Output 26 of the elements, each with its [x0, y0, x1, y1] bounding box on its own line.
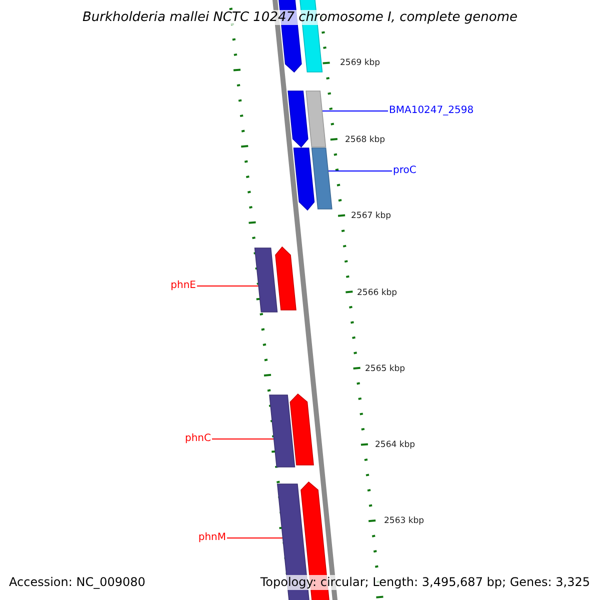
- gene-track-block: [269, 394, 296, 468]
- scale-label: 2563 kbp: [384, 516, 424, 526]
- leader-line: [322, 110, 388, 112]
- gene-label: phnM: [198, 532, 226, 544]
- title-text: Burkholderia mallei NCTC 10247 chromosome I, complete genome: [82, 10, 518, 25]
- genome-info-text: Topology: circular; Length: 3,495,687 bp; Genes: 3,325: [260, 575, 590, 590]
- gene-label: proC: [393, 165, 416, 177]
- gene-feature: [293, 148, 315, 211]
- gene-label: BMA10247_2598: [389, 105, 474, 117]
- leader-line: [212, 438, 274, 440]
- gene-feature: [275, 246, 296, 310]
- scale-label: 2565 kbp: [365, 364, 406, 374]
- scale-label: 2568 kbp: [345, 135, 386, 145]
- gene-track-block: [254, 248, 278, 312]
- gene-label: phnE: [170, 280, 196, 292]
- gene-track-block: [306, 90, 326, 148]
- gene-track-block: [311, 148, 332, 210]
- gene-feature: [288, 90, 308, 148]
- scale-label: 2569 kbp: [340, 58, 380, 68]
- scale-label: 2566 kbp: [357, 288, 398, 298]
- gene-feature: [290, 393, 314, 466]
- gene-label: phnC: [184, 433, 211, 445]
- scale-label: 2564 kbp: [375, 440, 416, 450]
- accession-text: Accession: NC_009080: [9, 575, 146, 590]
- leader-line: [328, 170, 392, 172]
- scale-label: 2567 kbp: [351, 211, 392, 221]
